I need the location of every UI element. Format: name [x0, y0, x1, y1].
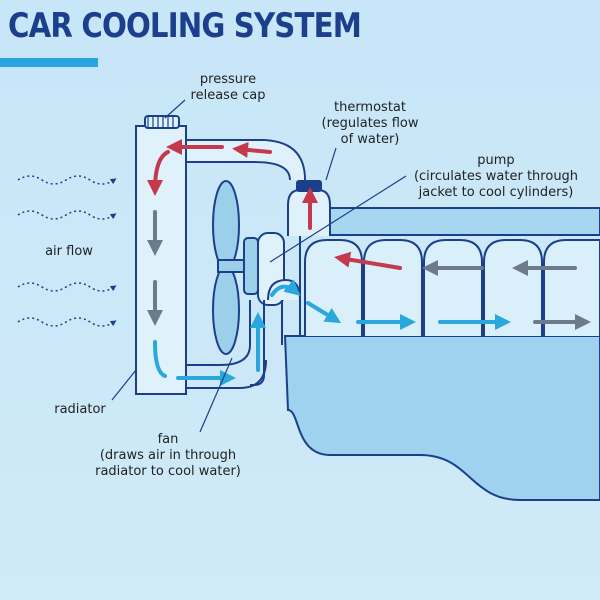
engine-block	[283, 207, 600, 501]
label-air-flow: air flow	[45, 244, 93, 259]
upper-hose	[185, 139, 306, 181]
hot-arrow	[334, 251, 402, 270]
label-fan: fan (draws air in through radiator to co…	[95, 432, 241, 479]
cool-arrow	[306, 301, 342, 324]
page-title: CAR COOLING SYSTEM	[8, 6, 362, 46]
flow-arrows	[147, 139, 591, 386]
label-radiator: radiator	[54, 402, 106, 417]
fan	[212, 180, 259, 355]
label-thermostat: thermostat (regulates flow of water)	[321, 100, 419, 147]
label-pressure-release-cap: pressure release cap	[190, 72, 266, 103]
hot-arrow	[232, 141, 272, 158]
thermostat-valve	[296, 180, 322, 192]
title-accent-bar	[0, 58, 98, 67]
cool-arrow	[153, 340, 167, 378]
leader-lines	[111, 99, 407, 433]
radiator	[135, 115, 187, 395]
label-pump: pump (circulates water through jacket to…	[413, 153, 579, 200]
lower-hose	[168, 300, 267, 389]
pressure-release-cap	[144, 115, 180, 129]
cool-arrow	[270, 279, 301, 297]
air-flow-waves	[17, 175, 117, 327]
hot-arrow	[147, 150, 170, 196]
